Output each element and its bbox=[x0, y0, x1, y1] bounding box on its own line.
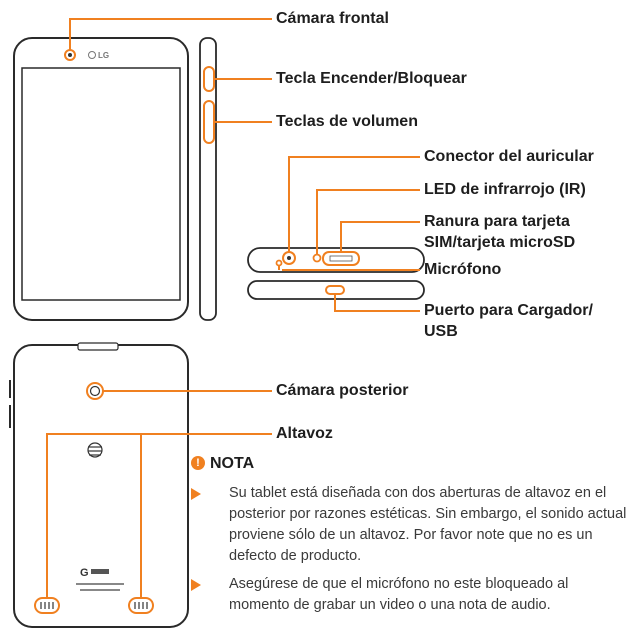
charger-port-marker bbox=[325, 285, 345, 295]
note-heading: ! NOTA bbox=[191, 454, 254, 474]
label-charger-port: Puerto para Cargador/ USB bbox=[424, 302, 593, 340]
label-front-camera: Cámara frontal bbox=[276, 10, 389, 27]
label-volume-keys: Teclas de volumen bbox=[276, 113, 418, 130]
speaker-left-marker bbox=[34, 597, 60, 614]
info-icon: ! bbox=[191, 455, 205, 470]
ir-led-marker bbox=[312, 253, 322, 263]
label-speaker: Altavoz bbox=[276, 425, 333, 442]
label-headset-jack: Conector del auricular bbox=[424, 148, 594, 165]
label-rear-camera: Cámara posterior bbox=[276, 382, 409, 399]
carrier-globe-icon bbox=[87, 442, 103, 458]
lg-logo-text: LG bbox=[98, 51, 109, 60]
gpad-logo: G bbox=[76, 567, 124, 591]
power-key-marker bbox=[203, 66, 215, 92]
note-item-2: Asegúrese de que el micrófono no este bl… bbox=[191, 574, 626, 616]
lg-logo: LG bbox=[88, 51, 109, 60]
tablet-front: LG bbox=[13, 37, 189, 321]
bullet-triangle-icon bbox=[191, 579, 201, 591]
note-item-2-text: Asegúrese de que el micrófono no este bl… bbox=[229, 576, 569, 613]
label-power-key: Tecla Encender/Bloquear bbox=[276, 70, 467, 87]
label-microphone: Micrófono bbox=[424, 261, 502, 278]
note-item-1: Su tablet está diseñada con dos abertura… bbox=[191, 483, 626, 567]
sim-slot-marker bbox=[322, 251, 360, 266]
label-sim-slot: Ranura para tarjeta SIM/tarjeta microSD bbox=[424, 213, 576, 251]
microphone-marker bbox=[275, 259, 283, 267]
note-title: NOTA bbox=[210, 455, 255, 472]
label-ir-led: LED de infrarrojo (IR) bbox=[424, 181, 586, 198]
note-item-1-text: Su tablet está diseñada con dos abertura… bbox=[229, 485, 626, 564]
rear-camera-marker bbox=[86, 382, 104, 400]
tablet-back: G bbox=[9, 342, 189, 628]
speaker-right-marker bbox=[128, 597, 154, 614]
svg-text:G: G bbox=[80, 567, 89, 579]
volume-keys-marker bbox=[203, 100, 215, 144]
bullet-triangle-icon bbox=[191, 488, 201, 500]
